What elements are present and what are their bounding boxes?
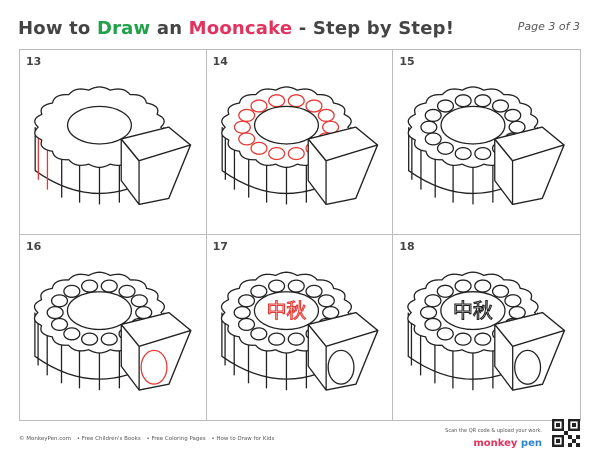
footer-links: © MonkeyPen.com • Free Children's Books …	[19, 436, 278, 442]
qr-code-icon[interactable]	[552, 419, 580, 447]
page-number: Page 3 of 3	[517, 20, 580, 33]
step-number: 17	[212, 240, 228, 253]
qr-caption: Scan the QR code & upload your work.	[445, 428, 542, 434]
step-18: 18 中秋	[393, 235, 580, 420]
mooncake-drawing: 中秋	[220, 271, 379, 391]
step-number: 14	[212, 55, 228, 68]
title-draw: Draw	[96, 18, 151, 39]
step-number: 16	[26, 240, 42, 253]
mooncake-drawing: 中秋	[407, 271, 566, 391]
title-part2: an	[150, 18, 189, 39]
step-16: 16	[20, 235, 207, 420]
footer-link-books[interactable]: • Free Children's Books	[76, 436, 141, 442]
step-number: 13	[26, 55, 42, 68]
step-number: 18	[399, 240, 415, 253]
mooncake-characters: 中秋	[266, 300, 306, 323]
footer-copyright[interactable]: © MonkeyPen.com	[19, 436, 71, 442]
step-number: 15	[399, 55, 415, 68]
steps-grid: 13 14 15 16 17 中秋 18 中秋	[19, 49, 581, 421]
title-part1: How to	[18, 18, 97, 39]
title-part3: - Step by Step!	[292, 18, 455, 39]
footer-link-coloring[interactable]: • Free Coloring Pages	[146, 436, 206, 442]
page-title: How to Draw an Mooncake - Step by Step!	[18, 18, 454, 39]
mooncake-drawing	[220, 86, 378, 205]
mooncake-drawing	[34, 86, 192, 205]
mooncake-drawing	[33, 271, 192, 391]
mooncake-drawing	[407, 86, 565, 205]
title-mooncake: Mooncake	[188, 18, 293, 39]
step-14: 14	[206, 50, 394, 235]
mooncake-characters: 中秋	[453, 300, 493, 323]
step-13: 13	[20, 50, 207, 235]
brand-logo: monkey pen	[473, 438, 542, 449]
footer-link-draw[interactable]: • How to Draw for Kids	[211, 436, 275, 442]
step-17: 17 中秋	[207, 235, 394, 420]
step-15: 15	[393, 50, 580, 235]
